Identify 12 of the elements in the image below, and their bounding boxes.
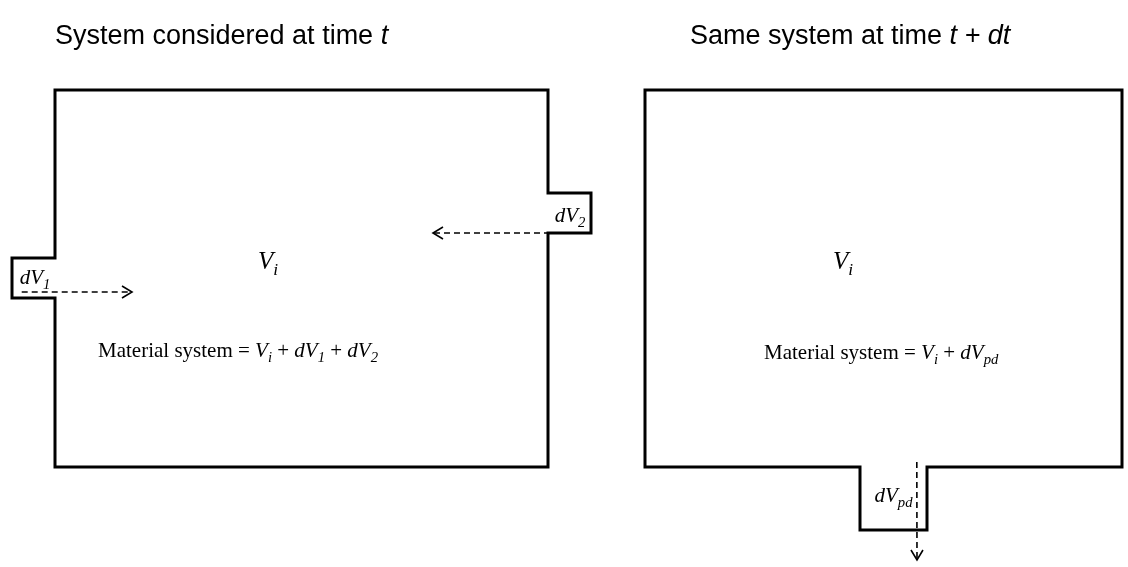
equation-text: Material system = V$_{i}$ + dV$_{1}$ + dV$_{2}$ — [98, 340, 378, 365]
flow-arrow — [910, 461, 924, 561]
volume-symbol: V$_{i}$ — [833, 248, 854, 279]
flow-arrow — [432, 226, 551, 240]
volume-label: dV$_{2}$ — [550, 197, 590, 233]
volume-label: dV$_{1}$ — [16, 262, 54, 292]
panel-title: Same system at time t + dt — [690, 22, 1011, 49]
flow-arrow — [20, 285, 133, 299]
volume-label: dV$_{pd}$ — [862, 462, 925, 528]
panel-title: System considered at time t — [55, 22, 389, 49]
equation-text: Material system = V$_{i}$ + dV$_{pd}$ — [764, 342, 999, 367]
volume-symbol: V$_{i}$ — [258, 248, 279, 279]
